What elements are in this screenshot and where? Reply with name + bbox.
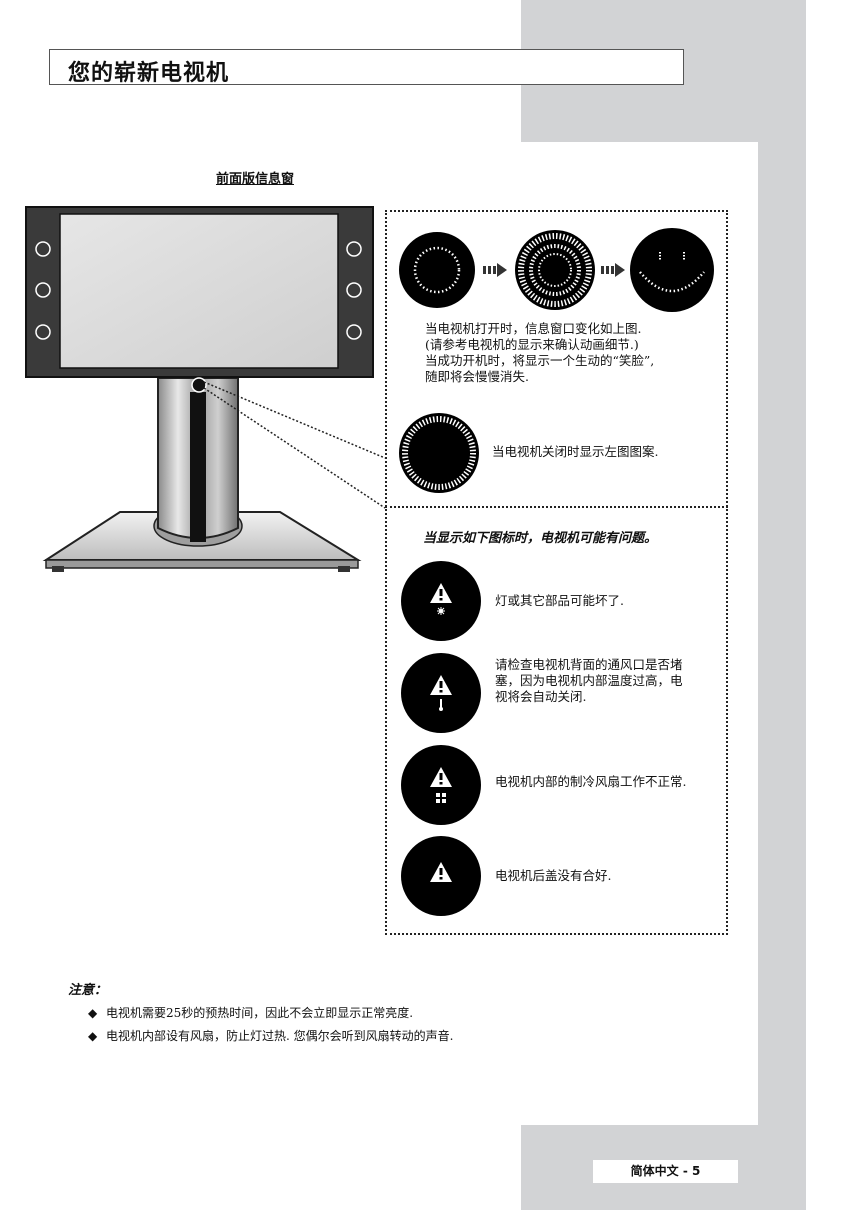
shutdown-description: 当电视机关闭时显示左图图案. xyxy=(492,444,659,459)
note-item: ◆ 电视机需要25秒的预热时间，因此不会立即显示正常亮度. xyxy=(88,1004,413,1021)
panel-divider xyxy=(385,506,728,508)
page-title-box: 您的崭新电视机 xyxy=(49,49,684,86)
warning-text-1: 灯或其它部品可能坏了. xyxy=(495,593,727,609)
warning-text-4: 电视机后盖没有合好. xyxy=(495,868,727,884)
warning-icons xyxy=(401,561,481,916)
startup-line: 随即将会慢慢消失. xyxy=(425,369,529,384)
problem-section-title: 当显示如下图标时，电视机可能有问题。 xyxy=(423,531,658,546)
cover-warning-icon xyxy=(401,836,481,916)
note-text: 电视机需要25秒的预热时间，因此不会立即显示正常亮度. xyxy=(106,1006,414,1020)
startup-description: 当电视机打开时，信息窗口变化如上图. (请参考电视机的显示来确认动画细节.) 当… xyxy=(425,321,725,385)
temperature-warning-icon xyxy=(401,653,481,733)
tv-stand xyxy=(157,377,239,542)
bullet-diamond-icon: ◆ xyxy=(88,1029,98,1043)
startup-line: 当电视机打开时，信息窗口变化如上图. xyxy=(425,321,642,336)
gray-margin-right xyxy=(758,0,806,1210)
warning-line: 请检查电视机背面的通风口是否堵 xyxy=(495,657,683,672)
warning-text-2: 请检查电视机背面的通风口是否堵 塞，因为电视机内部温度过高，电 视将会自动关闭. xyxy=(495,657,727,705)
lamp-warning-icon xyxy=(401,561,481,641)
bullet-diamond-icon: ◆ xyxy=(88,1006,98,1020)
startup-line: 当成功开机时，将显示一个生动的“笑脸”, xyxy=(425,353,655,368)
startup-dots-icon xyxy=(515,230,595,310)
startup-ring-icon xyxy=(399,232,475,308)
figure-caption: 前面版信息窗 xyxy=(215,172,294,187)
warning-line: 电视机后盖没有合好. xyxy=(495,868,612,883)
arrow-right-icon xyxy=(601,263,625,277)
warning-line: 塞，因为电视机内部温度过高，电 xyxy=(495,673,683,688)
note-title: 注意： xyxy=(68,983,108,998)
arrow-right-icon xyxy=(483,263,507,277)
note-item: ◆ 电视机内部设有风扇，防止灯过热. 您偶尔会听到风扇转动的声音. xyxy=(88,1027,453,1044)
page-title: 您的崭新电视机 xyxy=(68,61,230,86)
warning-text-3: 电视机内部的制冷风扇工作不正常. xyxy=(495,774,727,790)
warning-line: 视将会自动关闭. xyxy=(495,689,587,704)
callout-lines xyxy=(203,381,386,509)
warning-line: 灯或其它部品可能坏了. xyxy=(495,593,624,608)
tv-frame xyxy=(25,206,374,393)
startup-sequence xyxy=(399,228,714,493)
info-window-indicator xyxy=(191,377,207,393)
smiley-face-icon xyxy=(630,228,714,312)
shutdown-pattern-icon xyxy=(399,413,479,493)
page-number: 简体中文 - 5 xyxy=(593,1160,738,1183)
warning-line: 电视机内部的制冷风扇工作不正常. xyxy=(495,774,687,789)
info-panel xyxy=(385,210,728,935)
fan-warning-icon xyxy=(401,745,481,825)
startup-line: (请参考电视机的显示来确认动画细节.) xyxy=(425,337,639,352)
note-text: 电视机内部设有风扇，防止灯过热. 您偶尔会听到风扇转动的声音. xyxy=(106,1029,454,1043)
